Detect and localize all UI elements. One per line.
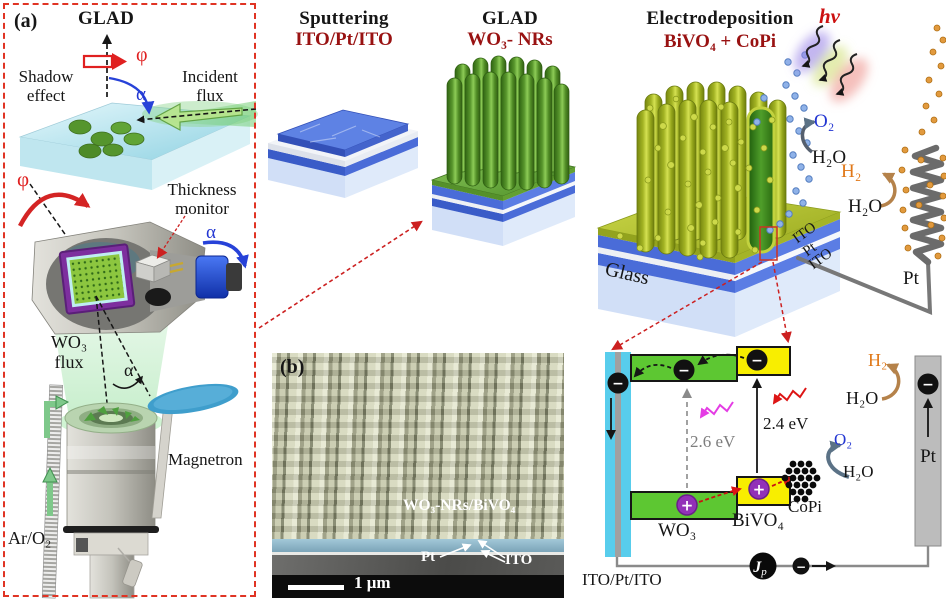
zoom-region-marker <box>759 226 778 261</box>
gas-flow-arrows <box>42 395 70 516</box>
sem-annotation-arrows <box>439 540 506 563</box>
step3-title: Electrodeposition <box>646 8 794 29</box>
svg-text:Jp: Jp <box>752 559 767 578</box>
step2-material: WO₃- NRs <box>467 29 553 50</box>
copi-cluster <box>781 460 821 503</box>
substrate-holder <box>31 221 242 335</box>
band-o2-label: O₂ <box>834 430 853 449</box>
electron-sign: − <box>678 363 690 379</box>
panel-a-title: GLAD <box>78 8 135 29</box>
external-wire <box>796 256 933 316</box>
bandgap-wo3-label: 2.6 eV <box>690 432 736 451</box>
magnetron-label: Magnetron <box>168 450 243 469</box>
incident-flux-arrow <box>154 102 243 132</box>
copi-label: CoPi <box>788 497 823 516</box>
h2o-cathode-label: H₂O <box>848 196 883 217</box>
photocurrent-sub: p <box>760 566 767 578</box>
step1-title: Sputtering <box>299 8 389 29</box>
oer-arrow <box>800 117 817 154</box>
band-h2o-her-label: H₂O <box>846 388 879 408</box>
o2-anode-label: O₂ <box>814 111 835 132</box>
wo3-nanorods <box>446 55 570 191</box>
phi-rotation-icon <box>82 53 127 70</box>
alpha-angle-label: α <box>136 84 146 105</box>
band-pt-label: Pt <box>920 446 936 467</box>
photoanode-sample <box>596 24 946 351</box>
photocurrent-node: Jp <box>749 552 777 580</box>
wo3-flux-label: WO₃ flux <box>50 332 88 373</box>
sem-pt-label: Pt <box>421 549 436 565</box>
gas-inlet-label: Ar/O₂ <box>8 528 52 548</box>
alpha-flux-label: α <box>124 360 134 380</box>
shadow-effect-label: Shadow effect <box>18 67 74 106</box>
hv-label: hν <box>819 4 840 28</box>
hole-sign: + <box>753 481 766 499</box>
sem-nanorod-texture <box>272 353 564 539</box>
band-h2-label: H₂ <box>868 350 888 370</box>
glad-schematic <box>18 34 258 599</box>
hydrogen-bubbles <box>898 24 946 260</box>
glad-nanorod-sample <box>430 55 577 246</box>
h2o-anode-label: H₂O <box>812 147 847 168</box>
electrons: − − − − − <box>607 349 939 575</box>
electron-sign: − <box>751 353 763 369</box>
process-arrow <box>258 220 423 329</box>
hole-sign: + <box>681 497 694 515</box>
copi-bumps <box>616 95 776 261</box>
sem-ito-layer <box>272 555 564 575</box>
h2-cathode-label: H₂ <box>841 161 862 182</box>
wo3-band-label: WO₃ <box>658 520 697 541</box>
sem-scale-label: 1 μm <box>354 573 391 592</box>
magnetron-source <box>63 383 239 599</box>
step3-material: BiVO₄ + CoPi <box>663 31 777 52</box>
pt-coil <box>909 144 945 266</box>
sem-scale-bar <box>288 585 344 590</box>
panel-a-tag: (a) <box>14 10 38 32</box>
phi-axis-label: φ <box>17 167 30 191</box>
thickness-monitor-label: Thickness monitor <box>167 180 237 219</box>
step1-material: ITO/Pt/ITO <box>295 29 393 50</box>
holes: + + <box>676 478 770 516</box>
band-diagram: − − − − − + + Jp <box>605 346 942 580</box>
wo3-core-rod <box>746 106 776 254</box>
alpha-tilt-label: α <box>206 222 216 243</box>
pt-wire-label: Pt <box>903 268 919 289</box>
photocurrent-j: J <box>752 559 762 576</box>
sem-ito-label: ITO <box>505 552 533 568</box>
band-h2o-oer-label: H₂O <box>843 462 874 481</box>
her-arrow <box>879 172 897 208</box>
panel-a-frame <box>3 3 256 597</box>
deposited-islands <box>68 119 145 159</box>
sem-film-label: WO₃-NRs/BiVO₄ <box>403 497 516 514</box>
electron-sign: − <box>612 376 624 392</box>
light-wave-arrows <box>801 25 858 96</box>
step2-title: GLAD <box>481 8 539 29</box>
electron-sign: − <box>796 560 806 574</box>
bivo4-band-label: BiVO₄ <box>732 510 785 531</box>
incident-flux-label: Incident flux <box>182 67 238 106</box>
plasma-arrows <box>84 406 140 422</box>
sem-micrograph: (b) WO₃-NRs/BiVO₄ Pt ITO 1 μm <box>272 353 564 598</box>
sputtered-sample <box>268 109 418 198</box>
phi-rotation-label: φ <box>136 44 148 66</box>
tilt-motor <box>195 255 242 299</box>
panel-b-tag: (b) <box>280 356 305 378</box>
electron-sign: − <box>922 377 934 393</box>
work-electrode-label: ITO/Pt/ITO <box>582 570 662 589</box>
sem-pt-layer <box>272 552 564 555</box>
bandgap-bivo4-label: 2.4 eV <box>763 414 809 433</box>
